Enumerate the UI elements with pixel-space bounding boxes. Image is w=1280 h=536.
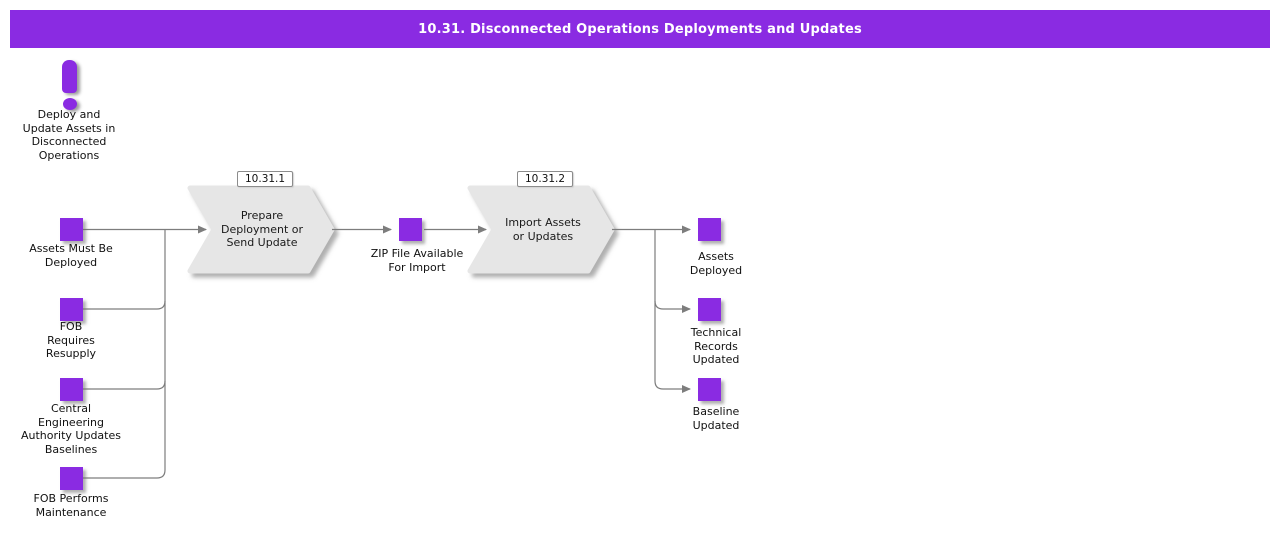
input-label-fob-performs-maintenance: FOB Performs Maintenance [33,492,109,519]
input-label-assets-must-be-deployed: Assets Must Be Deployed [29,242,113,269]
exclamation-icon [62,59,78,112]
event-square-assets-deployed [698,218,721,241]
page-title: 10.31. Disconnected Operations Deploymen… [418,21,862,37]
title-banner: 10.31. Disconnected Operations Deploymen… [10,10,1270,48]
connector-input2-collector [82,300,166,310]
connector-branch-to-output2 [654,300,691,313]
output-label-baseline-updated: Baseline Updated [692,405,740,432]
event-square-zip-file [399,218,422,241]
process-shape-import-assets[interactable] [467,185,615,274]
connector-input4-collector [82,229,166,479]
output-label-technical-records: Technical Records Updated [690,326,742,366]
process-label-prepare-deployment[interactable]: Prepare Deployment or Send Update [220,209,304,250]
input-label-fob-requires-resupply: FOB Requires Resupply [45,320,97,360]
output-label-assets-deployed: Assets Deployed [689,250,743,277]
event-square-assets-must-be-deployed [60,218,83,241]
exclamation-dot [63,98,77,110]
annotation-label: Deploy and Update Assets in Disconnected… [22,108,116,162]
event-square-fob-requires-resupply [60,298,83,321]
connector-input3-collector [82,380,166,390]
event-square-baseline-updated [698,378,721,401]
step-badge-10-31-2[interactable]: 10.31.2 [517,171,574,187]
input-label-central-engineering: Central Engineering Authority Updates Ba… [21,402,121,456]
process-shape-prepare-deployment[interactable] [187,185,335,274]
exclamation-bar [62,60,77,93]
connector-branch-to-output3 [654,380,691,393]
event-square-central-engineering [60,378,83,401]
event-square-technical-records [698,298,721,321]
artifact-label-zip-file: ZIP File Available For Import [370,247,464,274]
event-square-fob-performs-maintenance [60,467,83,490]
process-label-import-assets[interactable]: Import Assets or Updates [505,216,581,243]
step-badge-10-31-1[interactable]: 10.31.1 [237,171,294,187]
